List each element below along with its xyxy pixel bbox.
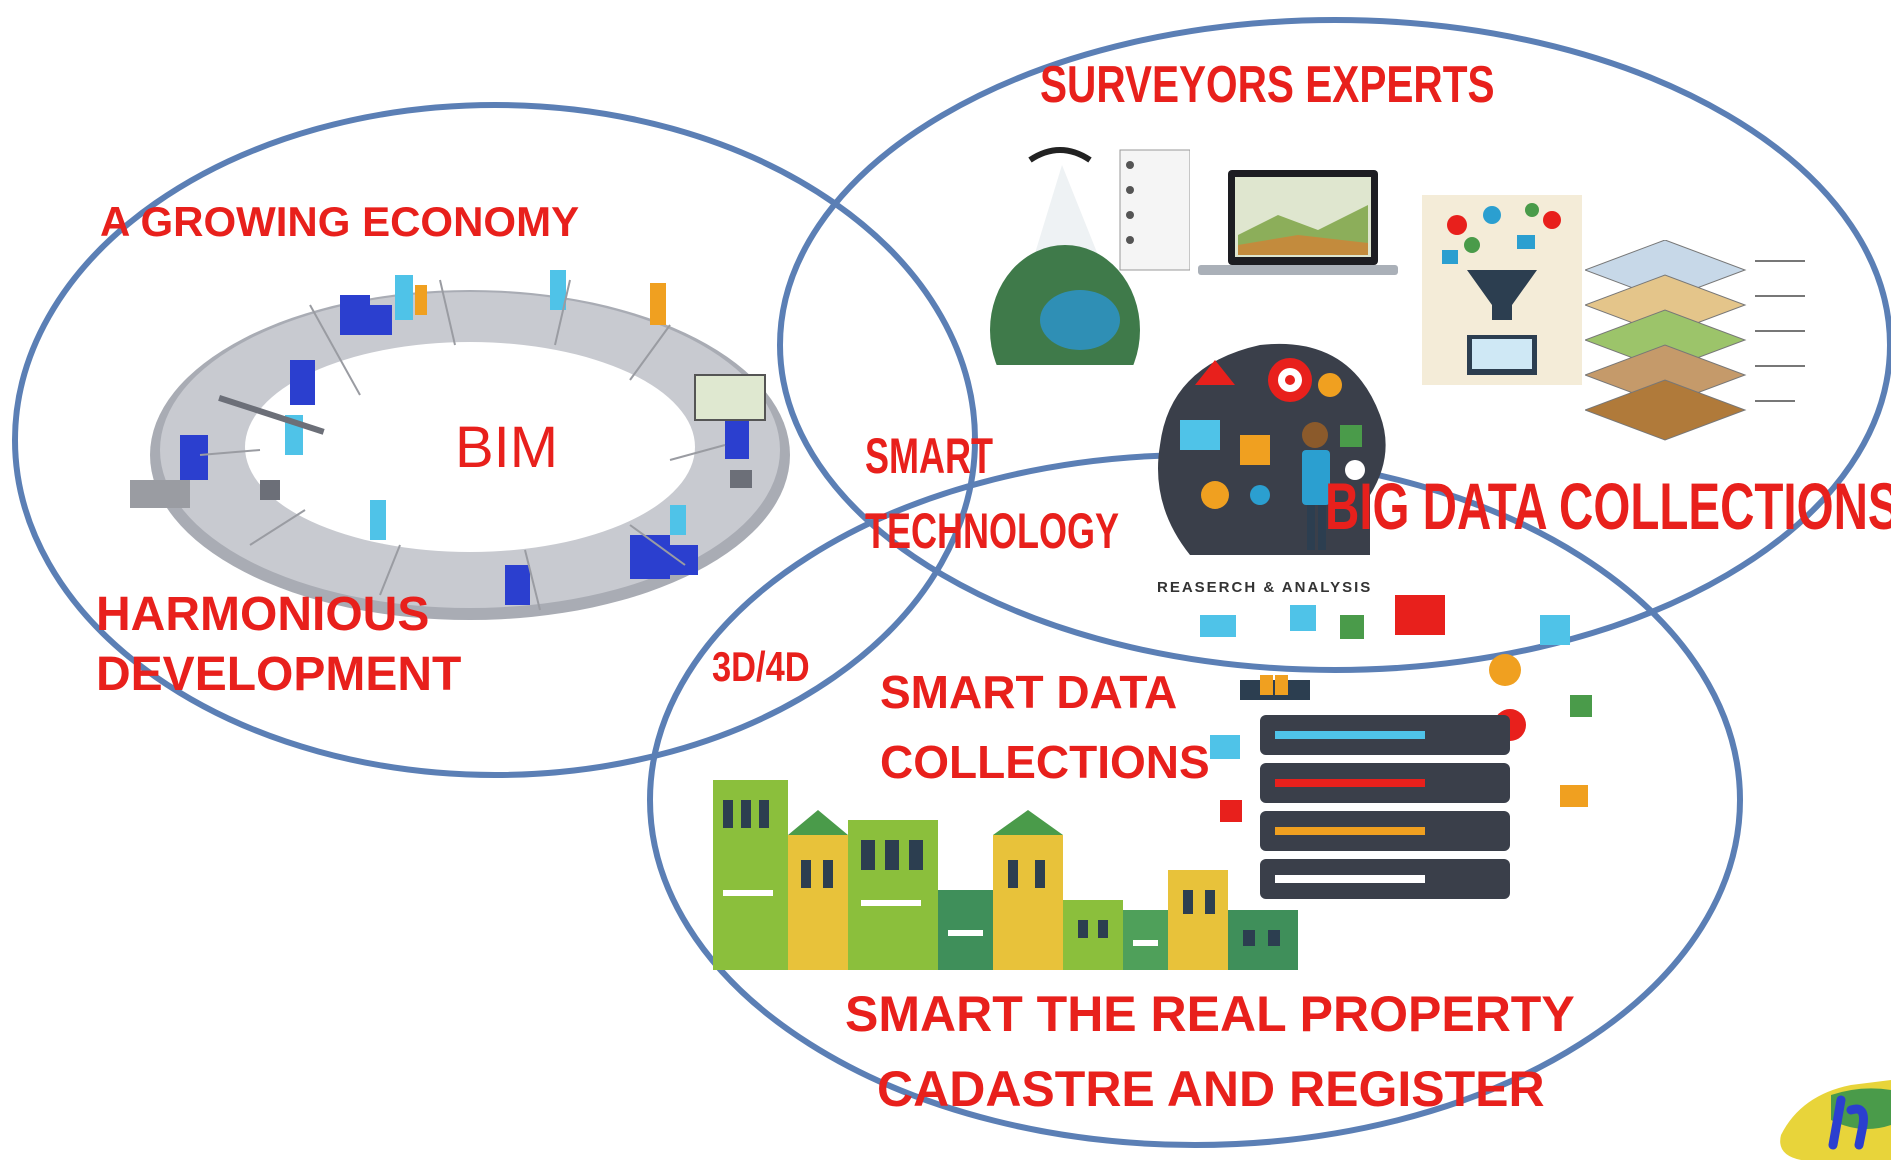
ellipse-left	[12, 102, 978, 778]
globe-icon	[990, 147, 1190, 365]
label-cadastre-line2: CADASTRE AND REGISTER	[877, 1060, 1545, 1117]
label-research: REASERCH & ANALYSIS	[1157, 579, 1373, 596]
gis-layers-icon	[1585, 240, 1805, 441]
bim-ring-illustration	[130, 270, 790, 620]
label-big-data: BIG DATA COLLECTIONS	[1325, 469, 1891, 543]
person-icon	[1302, 422, 1330, 550]
label-bim: BIM	[455, 415, 559, 480]
label-cadastre: SMART THE REAL PROPERTY CADASTRE AND REG…	[845, 988, 1575, 1115]
town-buildings-illustration	[713, 780, 1298, 970]
ellipse-top-right	[777, 17, 1891, 673]
label-smart-technology: SMART TECHNOLOGY	[865, 430, 1119, 557]
label-cadastre-line1: SMART THE REAL PROPERTY	[845, 986, 1575, 1042]
data-funnel-icon	[1422, 195, 1582, 385]
server-stack-icon	[1200, 595, 1592, 899]
laptop-icon	[1198, 170, 1398, 275]
label-harmonious-line1: HARMONIOUS	[96, 588, 430, 641]
label-smart-technology-line1: SMART	[865, 428, 993, 484]
label-harmonious-line2: DEVELOPMENT	[96, 648, 462, 702]
label-growing-economy: A GROWING ECONOMY	[100, 198, 580, 245]
label-smart-technology-line2: TECHNOLOGY	[865, 502, 1120, 559]
label-smart-data: SMART DATA COLLECTIONS	[880, 668, 1210, 787]
label-smart-data-line2: COLLECTIONS	[880, 736, 1210, 789]
research-head-icon	[1158, 343, 1386, 555]
label-harmonious: HARMONIOUS DEVELOPMENT	[96, 588, 462, 702]
label-smart-data-line1: SMART DATA	[880, 666, 1178, 718]
label-3d-4d: 3D/4D	[712, 643, 810, 690]
label-surveyors: SURVEYORS EXPERTS	[1040, 56, 1495, 114]
corner-logo	[1780, 1080, 1891, 1160]
